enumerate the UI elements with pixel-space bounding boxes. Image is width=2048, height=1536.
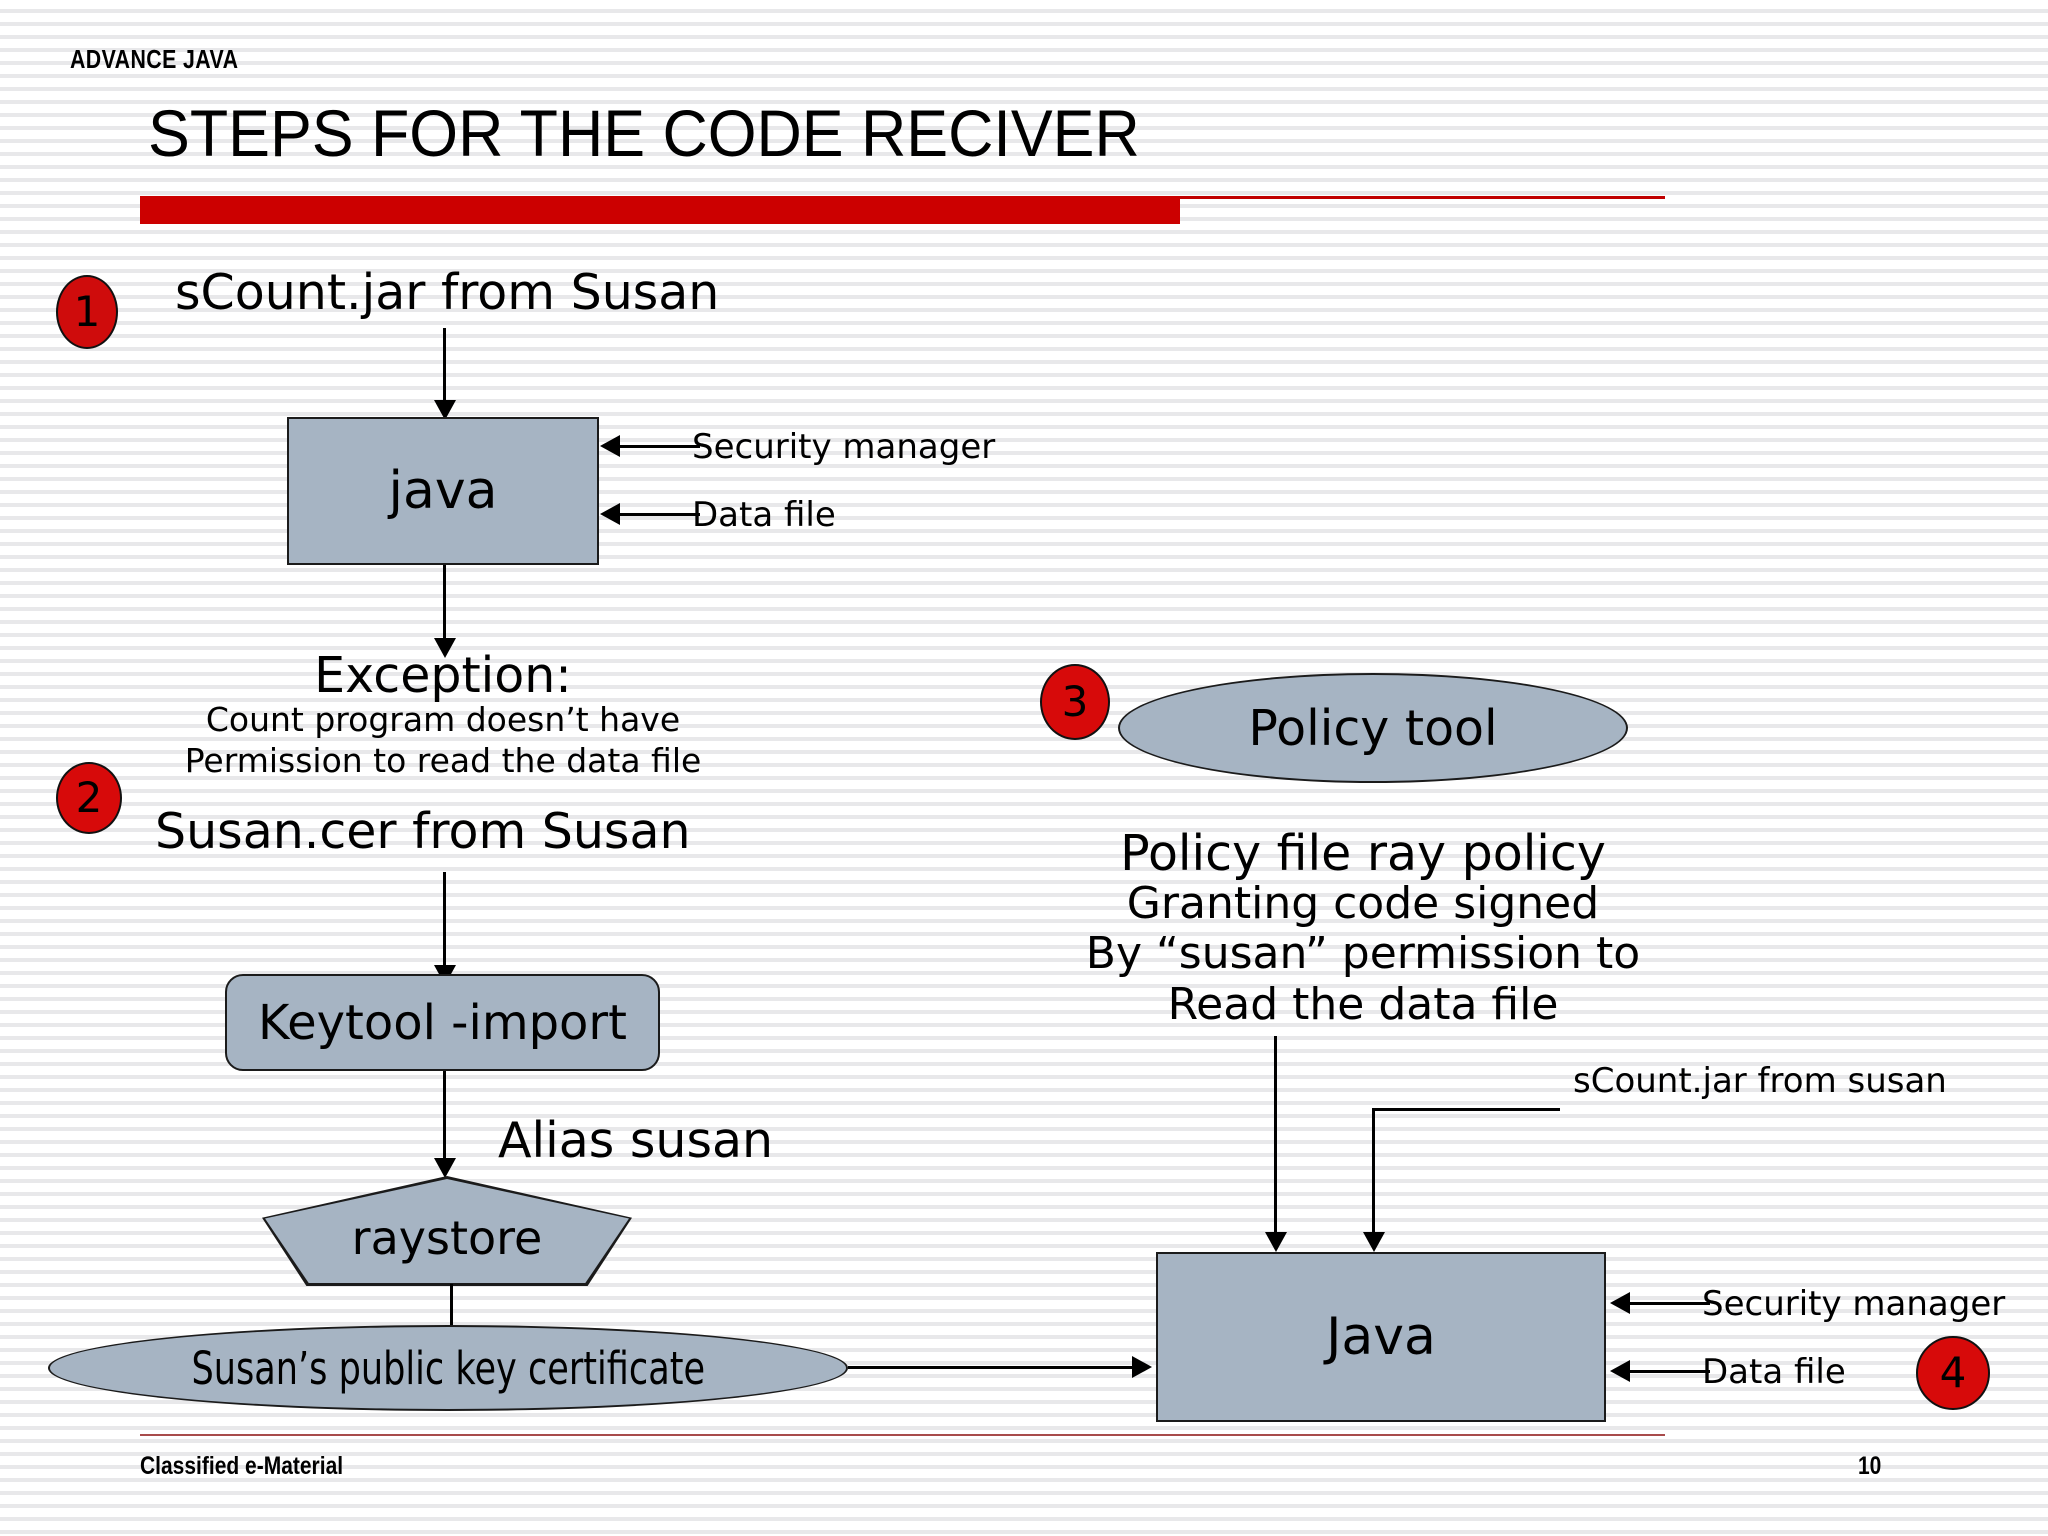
footer-page-number: 10 <box>1858 1452 1882 1480</box>
step-badge-3: 3 <box>1040 664 1110 740</box>
policy-file-title: Policy file ray policy <box>1120 825 1606 882</box>
exception-line-1: Count program doesn’t have <box>205 700 681 739</box>
java-runtime-box-2: Java <box>1156 1252 1606 1422</box>
step-badge-1: 1 <box>56 275 118 349</box>
connector-data-file-2 <box>1630 1370 1710 1373</box>
java-runtime-box-1: java <box>287 417 599 565</box>
step-badge-4: 4 <box>1916 1336 1990 1410</box>
connector-jar-to-java2-vertical <box>1372 1108 1375 1239</box>
connector-jar-to-java2-horizontal <box>1372 1108 1560 1111</box>
java-runtime-box-1-label: java <box>388 461 498 521</box>
policy-tool-ellipse: Policy tool <box>1118 673 1628 783</box>
arrowhead-source-to-java <box>434 400 456 420</box>
arrowhead-policy-to-java2 <box>1265 1232 1287 1252</box>
arrowhead-java-to-exception <box>434 638 456 658</box>
arrowhead-security-manager-2 <box>1610 1292 1630 1314</box>
alias-susan-label: Alias susan <box>498 1112 774 1169</box>
connector-cer-to-keytool <box>443 872 446 970</box>
keytool-import-box-label: Keytool -import <box>258 994 627 1051</box>
title-rule-thick <box>140 196 1180 224</box>
keytool-import-box: Keytool -import <box>225 974 660 1071</box>
arrowhead-jar-to-java2 <box>1363 1232 1385 1252</box>
footer-divider <box>140 1434 1665 1436</box>
exception-title: Exception: <box>314 647 572 704</box>
arrowhead-data-file-1 <box>600 503 620 525</box>
scount-jar-label-2: sCount.jar from susan <box>1573 1061 1947 1101</box>
footer-classification-label: Classified e-Material <box>140 1452 344 1480</box>
keystore-pentagon-label: raystore <box>351 1211 543 1265</box>
connector-data-file-1 <box>620 513 700 516</box>
arrowhead-certificate-to-java2 <box>1132 1356 1152 1378</box>
step-badge-2: 2 <box>56 762 122 834</box>
keystore-pentagon: raystore <box>265 1179 629 1283</box>
policy-tool-ellipse-label: Policy tool <box>1248 699 1498 757</box>
arrowhead-data-file-2 <box>1610 1360 1630 1382</box>
scount-jar-source-label: sCount.jar from Susan <box>175 264 720 321</box>
step-badge-2-label: 2 <box>75 773 103 822</box>
policy-line-3: Read the data file <box>1167 979 1559 1030</box>
policy-line-2: By “susan” permission to <box>1085 928 1641 979</box>
susan-cer-source-label: Susan.cer from Susan <box>155 803 691 860</box>
data-file-label-2: Data file <box>1702 1352 1846 1392</box>
connector-keytool-to-keystore <box>443 1071 446 1165</box>
slide-kicker: ADVANCE JAVA <box>70 44 239 74</box>
security-manager-label-2: Security manager <box>1702 1284 2006 1324</box>
connector-source-to-java <box>443 328 446 404</box>
step-badge-4-label: 4 <box>1939 1348 1967 1397</box>
connector-security-manager-2 <box>1630 1302 1710 1305</box>
page-title: STEPS FOR THE CODE RECIVER <box>148 96 1140 170</box>
security-manager-label-1: Security manager <box>692 427 996 467</box>
policy-line-1: Granting code signed <box>1126 878 1600 929</box>
step-badge-3-label: 3 <box>1061 677 1089 726</box>
arrowhead-security-manager-1 <box>600 435 620 457</box>
connector-keystore-to-certificate <box>450 1284 453 1328</box>
connector-policy-to-java2 <box>1274 1036 1277 1239</box>
public-key-certificate-label: Susan’s public key certificate <box>191 1341 705 1395</box>
connector-java-to-exception <box>443 565 446 642</box>
exception-line-2: Permission to read the data file <box>184 741 702 780</box>
connector-certificate-to-java2 <box>848 1366 1138 1369</box>
arrowhead-keytool-to-keystore <box>434 1158 456 1178</box>
step-badge-1-label: 1 <box>73 287 101 336</box>
data-file-label-1: Data file <box>692 495 836 535</box>
public-key-certificate-ellipse: Susan’s public key certificate <box>48 1325 848 1411</box>
connector-security-manager-1 <box>620 445 700 448</box>
java-runtime-box-2-label: Java <box>1326 1307 1436 1367</box>
